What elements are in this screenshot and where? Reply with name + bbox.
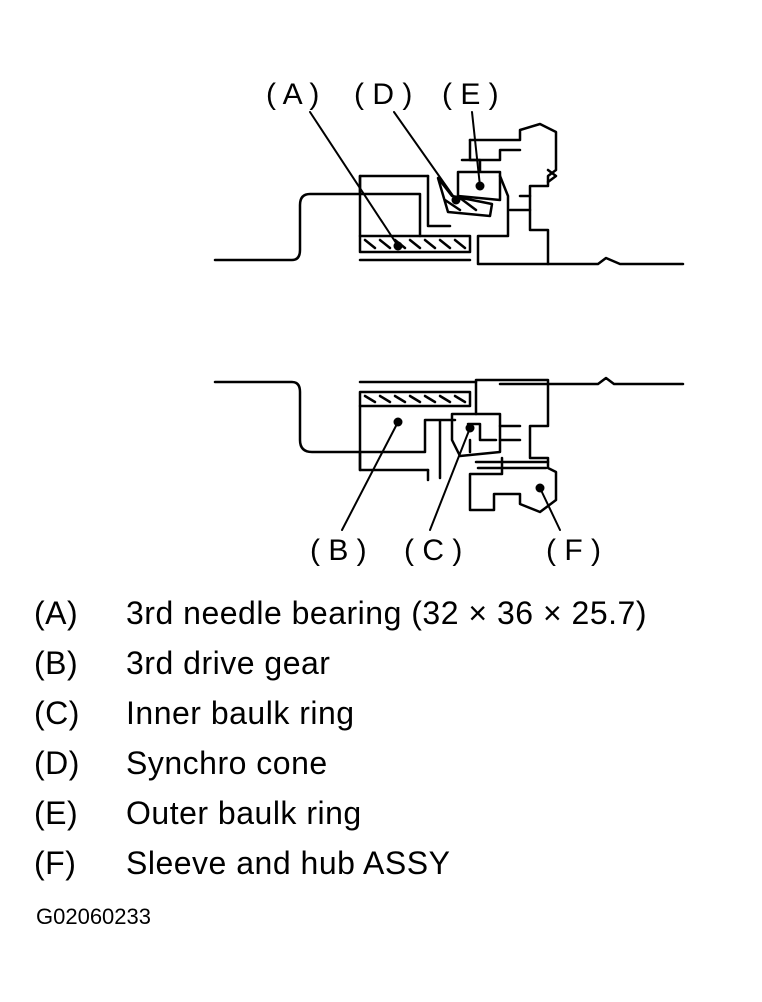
upper-half-section: [213, 122, 685, 266]
lower-inner-baulk-ring: [450, 412, 502, 458]
legend-item: (D) Synchro cone: [34, 738, 754, 788]
upper-shaft-baseline: [358, 256, 685, 266]
parts-legend: (A) 3rd needle bearing (32 × 36 × 25.7) …: [34, 588, 754, 888]
callout-c: ( C ): [404, 534, 462, 567]
legend-text: 3rd needle bearing (32 × 36 × 25.7): [126, 594, 647, 631]
upper-synchro-cone: [436, 176, 494, 218]
lower-shaft-outline: [213, 380, 430, 472]
legend-text: Synchro cone: [126, 744, 328, 781]
legend-letter: (D): [34, 744, 80, 781]
legend-text: Outer baulk ring: [126, 794, 362, 831]
legend-letter: (B): [34, 644, 79, 681]
dot-f: [535, 483, 545, 493]
legend-item: (F) Sleeve and hub ASSY: [34, 838, 754, 888]
legend-letter: (F): [34, 844, 77, 881]
legend-text: Inner baulk ring: [126, 694, 355, 731]
dot-d: [451, 195, 461, 205]
upper-needle-bearing: [358, 234, 472, 254]
callout-e: ( E ): [442, 78, 499, 111]
callout-d: ( D ): [354, 78, 412, 111]
legend-item: (B) 3rd drive gear: [34, 638, 754, 688]
dot-e: [475, 181, 485, 191]
legend-item: (C) Inner baulk ring: [34, 688, 754, 738]
legend-text: 3rd drive gear: [126, 644, 331, 681]
legend-item: (A) 3rd needle bearing (32 × 36 × 25.7): [34, 588, 754, 638]
lower-needle-bearing: [358, 390, 472, 408]
lower-half-section: [213, 376, 685, 514]
leader-lines: [309, 111, 561, 531]
transmission-cross-section-diagram: ( A ) ( D ) ( E ) ( B ) ( C ) ( F ): [213, 78, 685, 567]
legend-letter: (E): [34, 794, 79, 831]
upper-sleeve-hub: [468, 122, 558, 266]
callout-f: ( F ): [546, 534, 601, 567]
legend-letter: (A): [34, 594, 79, 631]
legend-letter: (C): [34, 694, 80, 731]
leader-dots: [393, 181, 545, 493]
legend-item: (E) Outer baulk ring: [34, 788, 754, 838]
callout-a: ( A ): [266, 78, 319, 111]
dot-b: [393, 417, 403, 427]
lower-drive-gear: [358, 404, 457, 482]
upper-shaft-outline: [213, 174, 430, 262]
dot-a: [393, 241, 403, 251]
dot-c: [465, 423, 475, 433]
figure-id: G02060233: [36, 904, 151, 929]
legend-text: Sleeve and hub ASSY: [126, 844, 451, 881]
upper-gear-body: [358, 174, 452, 238]
callout-b: ( B ): [310, 534, 367, 567]
